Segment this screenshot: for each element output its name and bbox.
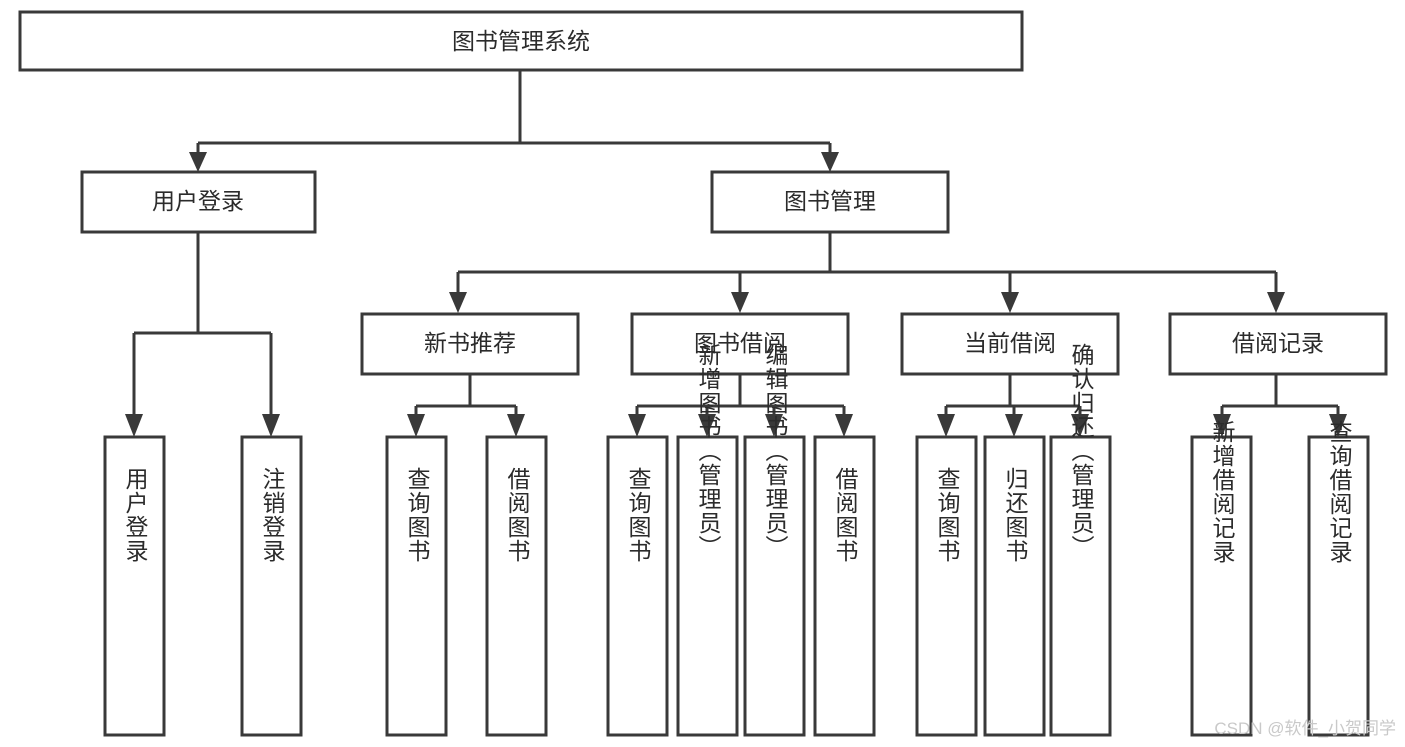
watermark: CSDN @软件_小贺同学: [1214, 719, 1396, 738]
node-label: 当前借阅: [964, 330, 1056, 356]
node-borrow-record[interactable]: 借阅记录: [1168, 312, 1388, 376]
arrow-head-icon: [1071, 414, 1089, 437]
connector-bookmgmt-to-level2: [449, 232, 1285, 313]
node-user-login[interactable]: 用户登录: [80, 170, 317, 234]
leaf-user-login[interactable]: 用户登录: [103, 435, 166, 737]
arrow-head-icon: [821, 152, 839, 172]
node-new-book-recommend[interactable]: 新书推荐: [360, 312, 580, 376]
node-label: 图书借阅: [694, 330, 786, 356]
arrow-head-icon: [765, 414, 783, 437]
node-box: [360, 312, 580, 376]
connector-bookborrow-to-leaves: [628, 374, 853, 437]
node-book-management[interactable]: 图书管理: [710, 170, 950, 234]
arrow-head-icon: [189, 152, 207, 172]
arrow-head-icon: [698, 414, 716, 437]
leaf-box: [676, 435, 739, 737]
leaf-box: [606, 435, 669, 737]
node-book-borrow[interactable]: 图书借阅: [630, 312, 850, 376]
node-box: [18, 10, 1024, 72]
leaf-box: [1307, 435, 1370, 737]
leaf-label: 确认归还（管理员）: [1068, 343, 1095, 559]
leaf-label: 查询借阅记录: [1326, 420, 1353, 564]
leaf-query-borrow-record[interactable]: 查询借阅记录: [1307, 420, 1370, 737]
leaf-borrow-book[interactable]: 借阅图书: [813, 435, 876, 737]
leaf-edit-book-admin[interactable]: 编辑图书（管理员）: [743, 343, 806, 737]
leaf-box: [485, 435, 548, 737]
arrow-head-icon: [407, 414, 425, 437]
leaf-confirm-return-admin[interactable]: 确认归还（管理员）: [1049, 343, 1112, 737]
connector-root-to-level1: [189, 70, 839, 172]
connector-borrowrecord-to-leaves: [1213, 374, 1347, 437]
arrow-head-icon: [507, 414, 525, 437]
leaf-query-book-borrow[interactable]: 查询图书: [606, 435, 669, 737]
leaf-label: 查询图书: [625, 467, 652, 563]
leaf-box: [240, 435, 303, 737]
node-label: 图书管理系统: [452, 28, 590, 54]
leaf-box: [915, 435, 978, 737]
connector-currentborrow-to-leaves: [937, 374, 1089, 437]
leaf-borrow-book-recommend[interactable]: 借阅图书: [485, 435, 548, 737]
arrow-head-icon: [1001, 292, 1019, 313]
arrow-head-icon: [731, 292, 749, 313]
leaf-box: [385, 435, 448, 737]
node-box: [630, 312, 850, 376]
node-book-management-system[interactable]: 图书管理系统: [18, 10, 1024, 72]
node-current-borrow[interactable]: 当前借阅: [900, 312, 1120, 376]
arrow-head-icon: [125, 414, 143, 437]
node-box: [80, 170, 317, 234]
leaf-label: 新增借阅记录: [1209, 420, 1236, 564]
leaf-label: 借阅图书: [504, 467, 531, 563]
node-box: [900, 312, 1120, 376]
arrow-head-icon: [937, 414, 955, 437]
connector-newbook-to-leaves: [407, 374, 525, 437]
leaf-box: [1049, 435, 1112, 737]
arrow-head-icon: [1329, 414, 1347, 437]
node-box: [710, 170, 950, 234]
leaf-label: 新增图书（管理员）: [695, 343, 722, 559]
node-label: 新书推荐: [424, 330, 516, 356]
leaf-label: 注销登录: [259, 467, 286, 563]
leaf-logout-login[interactable]: 注销登录: [240, 435, 303, 737]
arrow-head-icon: [835, 414, 853, 437]
leaf-label: 查询图书: [404, 467, 431, 563]
leaf-add-borrow-record[interactable]: 新增借阅记录: [1190, 420, 1253, 737]
node-label: 借阅记录: [1232, 330, 1324, 356]
connector-userlogin-to-leaves: [125, 232, 280, 437]
leaf-query-book-recommend[interactable]: 查询图书: [385, 435, 448, 737]
arrow-head-icon: [1005, 414, 1023, 437]
leaf-box: [103, 435, 166, 737]
arrow-head-icon: [449, 292, 467, 313]
arrow-head-icon: [628, 414, 646, 437]
leaf-box: [983, 435, 1046, 737]
arrow-head-icon: [262, 414, 280, 437]
leaf-return-book[interactable]: 归还图书: [983, 435, 1046, 737]
leaf-box: [813, 435, 876, 737]
leaf-add-book-admin[interactable]: 新增图书（管理员）: [676, 343, 739, 737]
leaf-label: 归还图书: [1002, 467, 1029, 563]
node-label: 用户登录: [152, 188, 244, 214]
arrow-head-icon: [1267, 292, 1285, 313]
leaf-label: 编辑图书（管理员）: [762, 343, 789, 559]
arrow-head-icon: [1213, 414, 1231, 437]
leaf-label: 借阅图书: [832, 467, 859, 563]
leaf-query-book-current[interactable]: 查询图书: [915, 435, 978, 737]
leaf-label: 用户登录: [122, 467, 149, 563]
leaf-label: 查询图书: [934, 467, 961, 563]
leaf-box: [743, 435, 806, 737]
node-box: [1168, 312, 1388, 376]
node-label: 图书管理: [784, 188, 876, 214]
leaf-box: [1190, 435, 1253, 737]
